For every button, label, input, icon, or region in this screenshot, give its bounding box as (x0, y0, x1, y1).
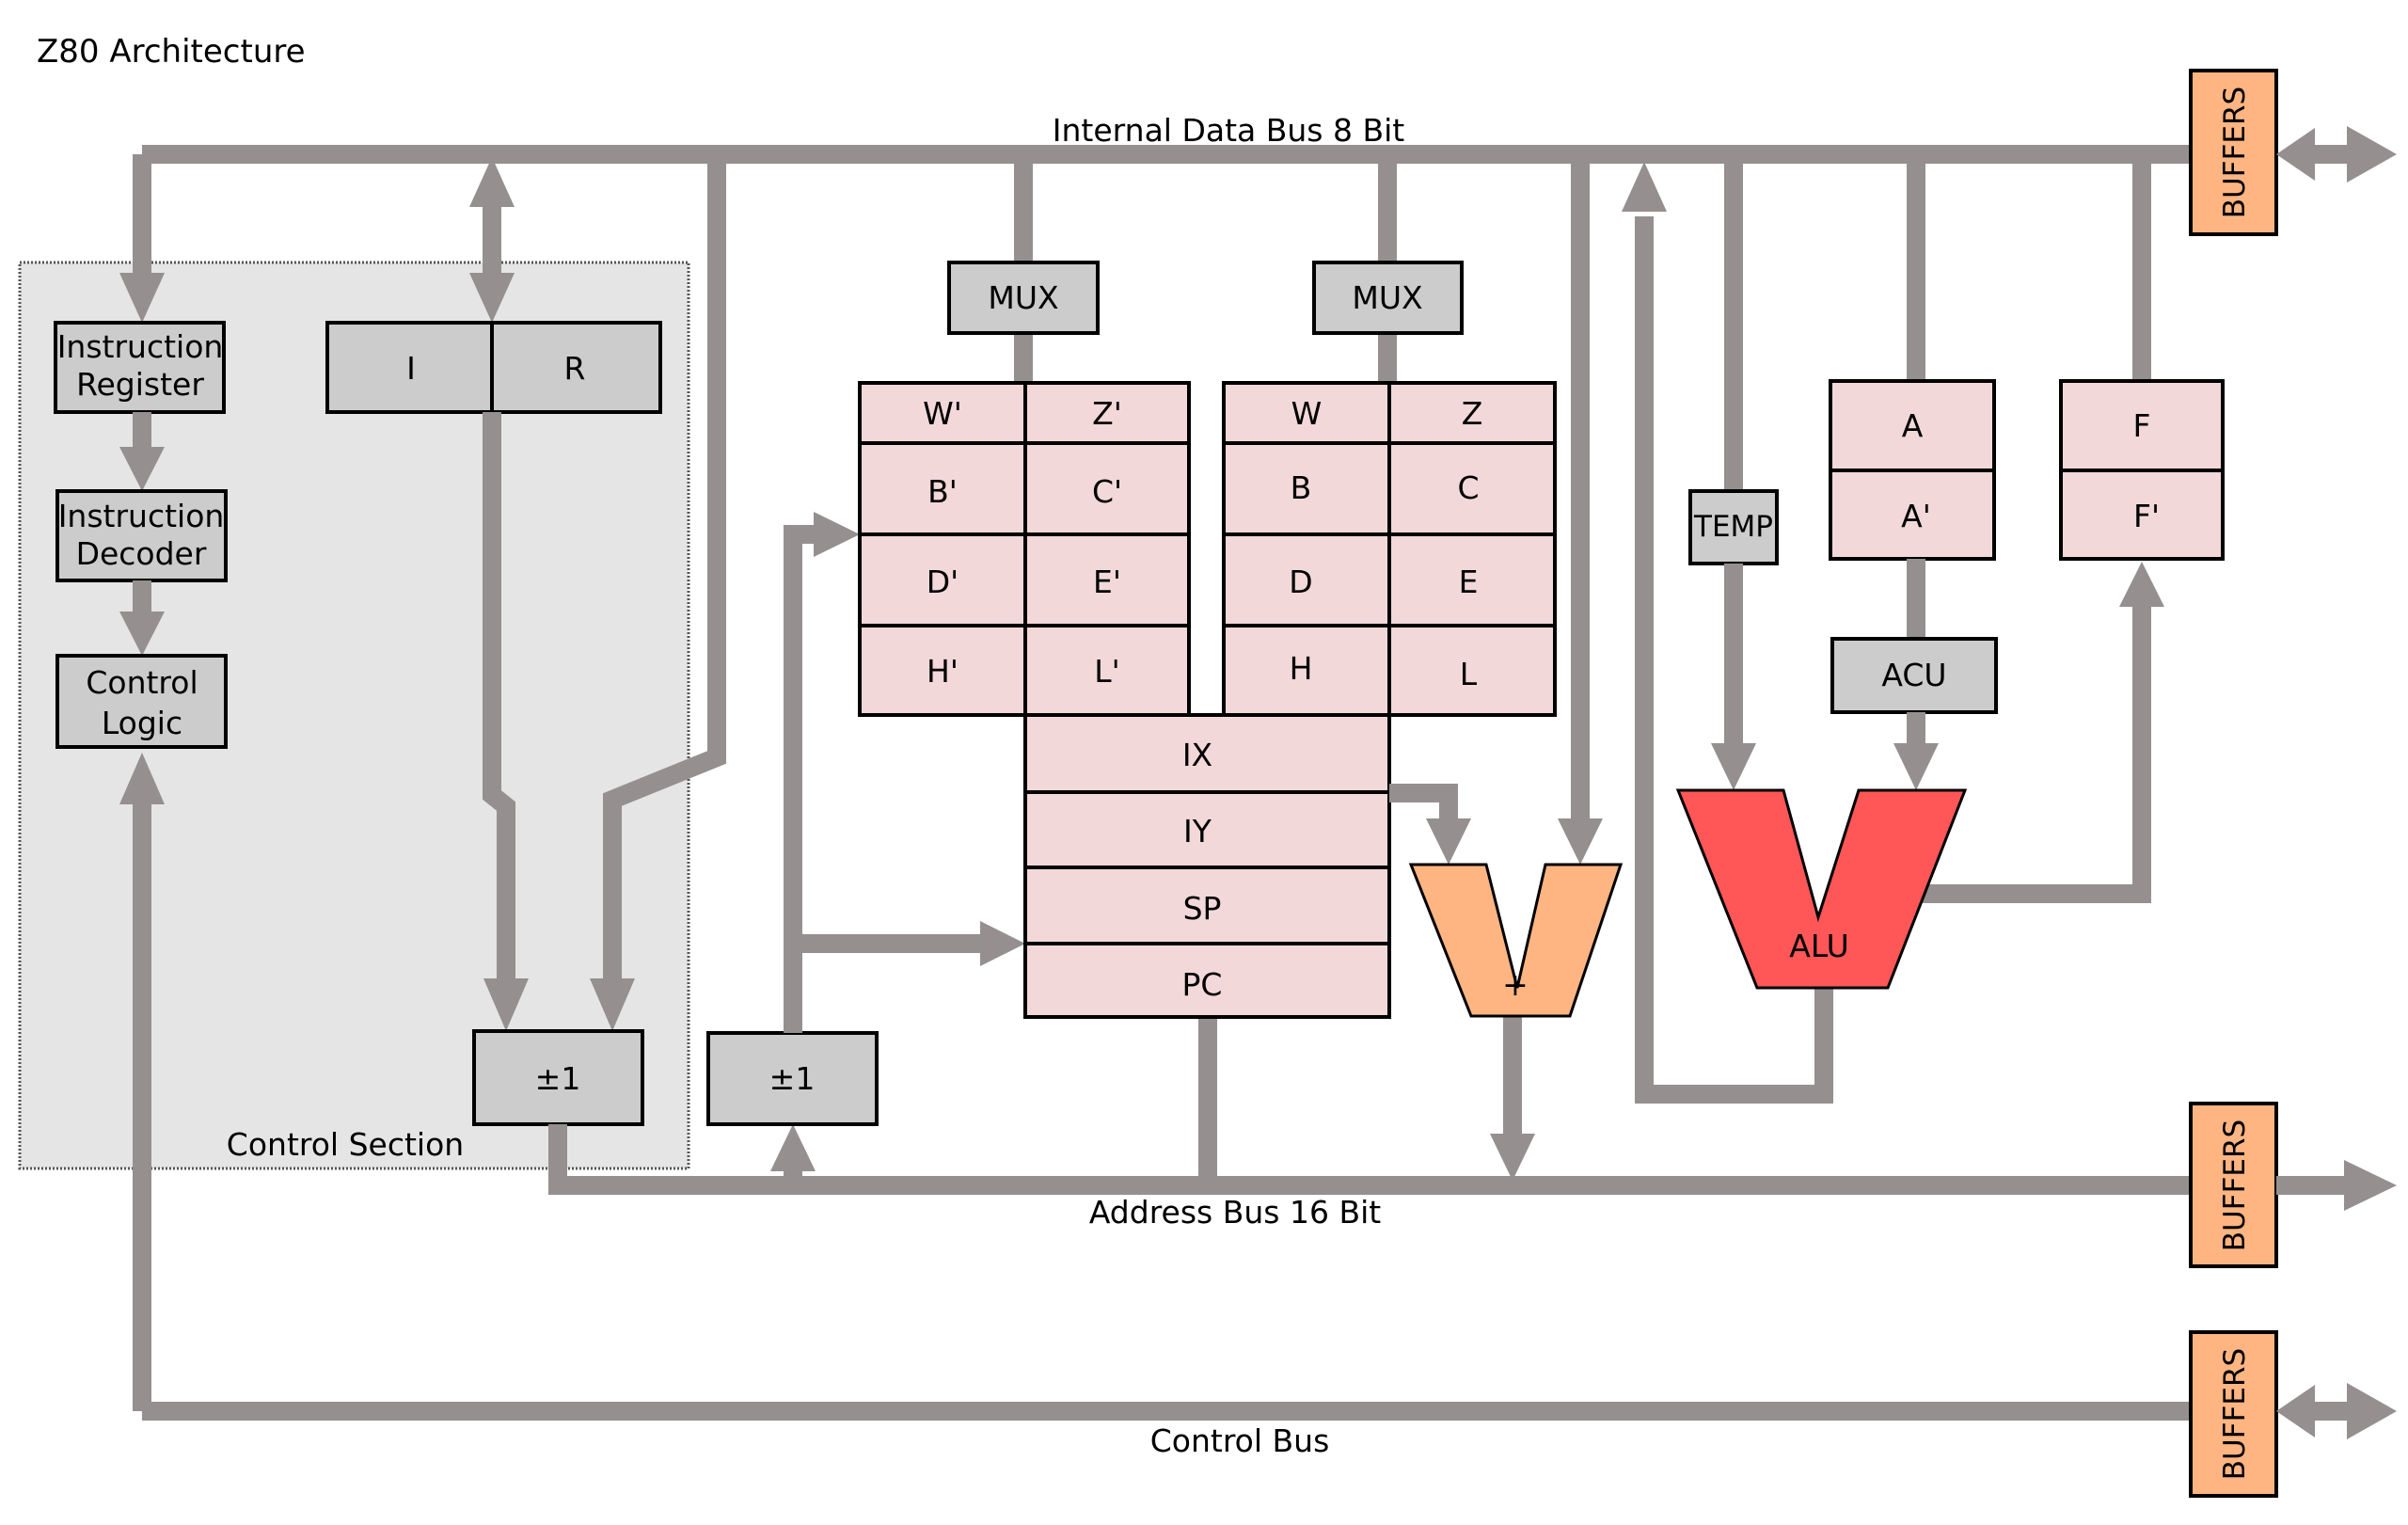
mux-main: MUX (1312, 261, 1464, 383)
register-b-alt: B' (927, 473, 958, 510)
arrow-down-icon (1490, 1134, 1535, 1181)
register-a-alt: A' (1901, 498, 1931, 534)
svg-text:Logic: Logic (102, 705, 182, 741)
register-b: B (1291, 469, 1312, 506)
arrow-down-icon (483, 978, 529, 1031)
register-iy: IY (1183, 813, 1212, 850)
arrow-down-icon (590, 978, 635, 1031)
address-bus-out-arrow-icon (2276, 1160, 2397, 1211)
control-incrementer: ±1 (472, 1029, 644, 1126)
svg-text:Instruction: Instruction (57, 328, 224, 365)
flag-registers: F F' (2059, 379, 2225, 561)
i-register-label: I (406, 350, 416, 387)
register-w: W (1291, 395, 1323, 432)
svg-text:Decoder: Decoder (76, 535, 207, 572)
register-c: C (1457, 469, 1479, 506)
arrow-up-icon (119, 753, 165, 804)
arrow-up-icon (469, 157, 515, 207)
arrow-down-icon (119, 273, 165, 323)
register-d: D (1289, 564, 1312, 600)
register-h-alt: H' (927, 653, 958, 690)
accumulator-registers: A A' (1829, 379, 1996, 561)
address-adder: + (1408, 863, 1624, 1018)
control-bus (119, 753, 2191, 1421)
svg-text:ACU: ACU (1881, 657, 1946, 693)
control-section-label: Control Section (227, 1126, 464, 1163)
alu-label: ALU (1789, 928, 1848, 964)
arrow-up-icon (2119, 562, 2164, 607)
svg-text:Instruction: Instruction (58, 498, 225, 534)
alu: ALU (1675, 788, 1968, 990)
register-l-alt: L' (1094, 653, 1119, 690)
arrow-down-icon (469, 273, 515, 323)
control-bus-buffers (2189, 1330, 2278, 1498)
data-bus-buffers (2189, 69, 2278, 236)
arrow-right-icon (814, 512, 860, 557)
adder-plus-label: + (1502, 966, 1529, 1003)
temp-register: TEMP (1688, 489, 1779, 565)
mux-alternate: MUX (947, 261, 1100, 383)
arrow-down-icon (1711, 743, 1756, 790)
address-bus-buffers-label: BUFFERS (2218, 1120, 2252, 1251)
svg-text:±1: ±1 (535, 1060, 581, 1097)
index-registers: IX IY SP PC (1023, 713, 1391, 1019)
arrow-down-icon (1426, 818, 1471, 865)
svg-text:MUX: MUX (988, 279, 1058, 316)
main-register-bank: W Z B C D E H L (1222, 381, 1557, 717)
control-logic: Control Logic (55, 654, 228, 749)
register-c-alt: C' (1092, 473, 1122, 510)
register-f-alt: F' (2133, 498, 2160, 534)
svg-text:±1: ±1 (769, 1060, 816, 1097)
arrow-down-icon (119, 612, 165, 656)
i-r-registers: I R (325, 321, 662, 414)
register-sp: SP (1183, 890, 1222, 927)
register-e: E (1459, 564, 1479, 600)
data-bus-label: Internal Data Bus 8 Bit (1053, 112, 1404, 149)
address-bus (548, 1016, 2191, 1195)
diagram-title: Z80 Architecture (37, 33, 306, 71)
register-a: A (1902, 407, 1924, 444)
arrow-up-icon (770, 1124, 816, 1171)
register-z: Z (1462, 395, 1483, 432)
data-bus-buffers-label: BUFFERS (2218, 87, 2252, 218)
acu: ACU (1830, 637, 1998, 714)
arrow-down-icon (1558, 818, 1603, 865)
control-bus-label: Control Bus (1150, 1422, 1330, 1459)
register-f: F (2133, 407, 2151, 444)
arrow-down-icon (119, 447, 165, 491)
register-h: H (1290, 650, 1313, 687)
instruction-decoder: Instruction Decoder (55, 489, 228, 582)
instruction-register: Instruction Register (54, 321, 226, 414)
address-incrementer: ±1 (706, 1031, 879, 1126)
svg-text:Control: Control (86, 664, 198, 701)
register-z-alt: Z' (1092, 395, 1122, 432)
control-bus-bidirectional-arrow-icon (2276, 1383, 2397, 1439)
r-register-label: R (564, 350, 586, 387)
arrow-right-icon (980, 921, 1025, 966)
register-d-alt: D' (927, 564, 958, 600)
alternate-register-bank: W' Z' B' C' D' E' H' L' (858, 381, 1191, 717)
data-bus-bidirectional-arrow-icon (2276, 126, 2397, 183)
register-pc: PC (1182, 966, 1223, 1003)
svg-text:MUX: MUX (1352, 279, 1422, 316)
address-bus-label: Address Bus 16 Bit (1089, 1194, 1381, 1231)
register-e-alt: E' (1093, 564, 1121, 600)
svg-text:Register: Register (76, 366, 204, 403)
arrow-up-icon (1622, 162, 1667, 212)
svg-text:TEMP: TEMP (1693, 510, 1773, 544)
register-w-alt: W' (923, 395, 962, 432)
arrow-down-icon (1893, 743, 1939, 790)
internal-data-bus (119, 145, 2191, 1104)
control-bus-buffers-label: BUFFERS (2218, 1348, 2252, 1480)
register-l: L (1460, 656, 1478, 692)
register-ix: IX (1182, 737, 1212, 773)
